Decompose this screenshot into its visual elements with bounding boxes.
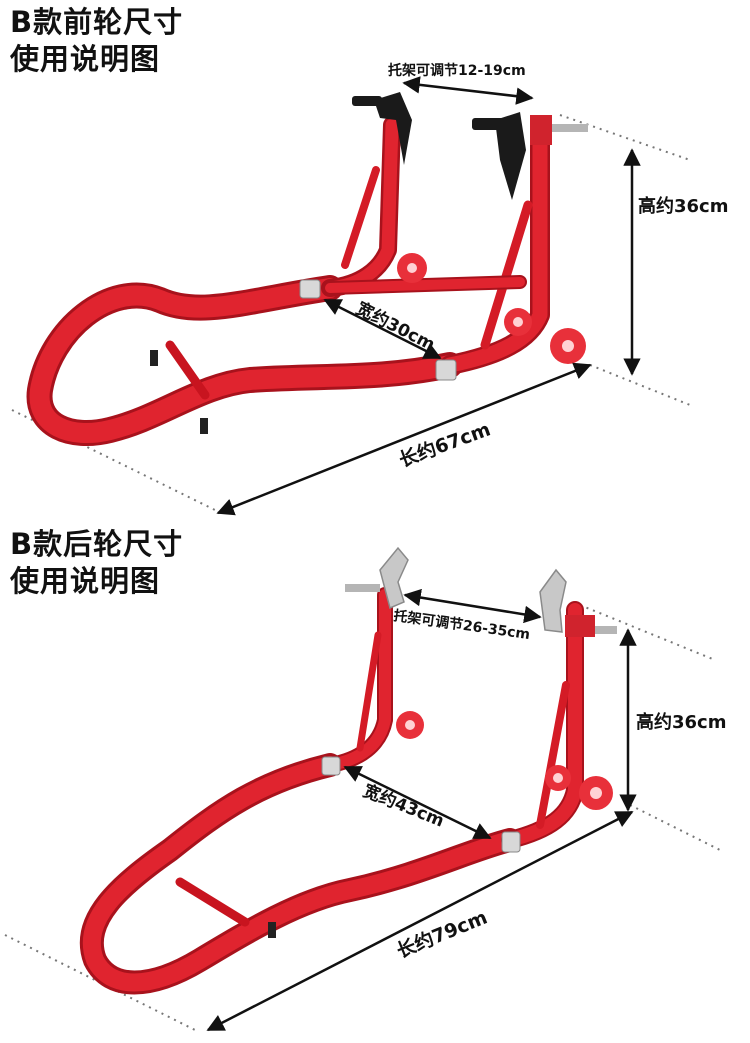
rear-right-clamp xyxy=(501,831,521,853)
front-foot-right xyxy=(200,418,208,434)
front-title-line2: 使用说明图 xyxy=(10,42,161,76)
front-bracket-label: 托架可调节12-19cm xyxy=(388,62,526,79)
front-width-dimension xyxy=(323,298,442,360)
rear-foot xyxy=(268,922,276,938)
rear-title: B款后轮尺寸 使用说明图 xyxy=(10,526,183,600)
front-stand-illustration: 托架可调节12-19cm 高约36cm 宽约30cm 长约67cm xyxy=(11,62,728,516)
rear-title-line1: B款后轮尺寸 xyxy=(10,527,184,561)
rear-width-label: 宽约43cm xyxy=(360,780,447,831)
front-left-clamp xyxy=(299,279,321,299)
rear-title-line2: 使用说明图 xyxy=(10,564,161,598)
front-length-dimension xyxy=(216,362,592,516)
rear-stand-illustration: 托架可调节26-35cm 高约36cm 宽约43cm 长约79cm xyxy=(4,546,726,1032)
front-title: B款前轮尺寸 使用说明图 xyxy=(10,4,183,78)
front-dimension-lines xyxy=(216,76,641,516)
rear-dimension-lines xyxy=(206,588,637,1032)
front-stand xyxy=(26,115,550,446)
rear-brackets xyxy=(345,546,617,637)
rear-length-dimension xyxy=(206,810,634,1032)
rear-length-label: 长约79cm xyxy=(393,906,490,963)
front-brackets xyxy=(352,92,588,200)
front-wheels xyxy=(397,253,586,364)
front-right-clamp xyxy=(435,359,457,381)
rear-bracket-dimension xyxy=(403,588,542,624)
front-width-label: 宽约30cm xyxy=(353,298,439,356)
rear-left-clamp xyxy=(321,756,341,776)
rear-stand-panel: B款后轮尺寸 使用说明图 xyxy=(0,520,750,1043)
front-guide-lines xyxy=(11,114,691,511)
front-foot-left xyxy=(150,350,158,366)
front-bracket-dimension xyxy=(402,76,534,105)
rear-height-label: 高约36cm xyxy=(636,711,726,733)
front-length-label: 长约67cm xyxy=(396,417,494,471)
front-height-label: 高约36cm xyxy=(638,195,728,217)
rear-wheels xyxy=(396,711,613,810)
front-title-line1: B款前轮尺寸 xyxy=(10,5,184,39)
rear-stand xyxy=(79,587,584,995)
front-stand-panel: B款前轮尺寸 使用说明图 xyxy=(0,0,750,520)
